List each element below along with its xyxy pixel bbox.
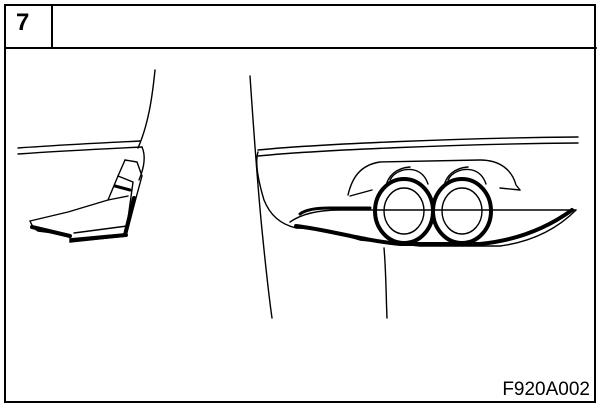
step-number: 7	[16, 9, 30, 36]
bumper-mudflap-icon	[17, 69, 156, 243]
twin-exhaust-icon	[249, 75, 579, 319]
figure-frame	[4, 4, 596, 403]
figure-code: F920A002	[502, 379, 590, 400]
